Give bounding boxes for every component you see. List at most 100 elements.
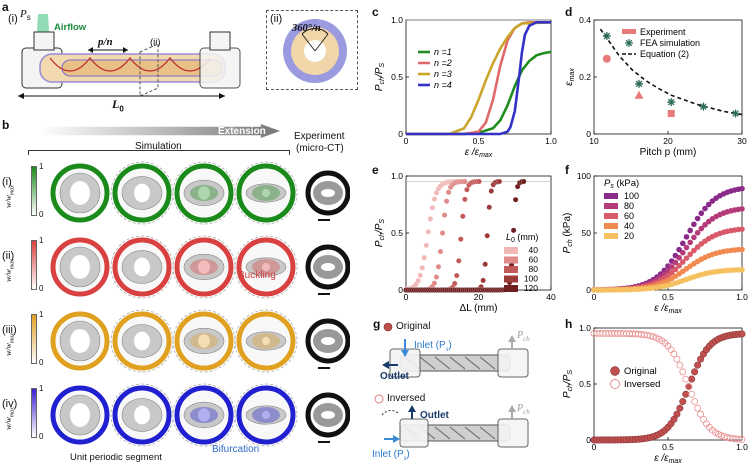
sim-lumen-3-2 [198, 334, 210, 348]
point-h-inversed [685, 383, 693, 391]
point-h-original [738, 330, 746, 338]
series-group-f-4 [591, 266, 745, 293]
y-tick-label-f-2: 100 [577, 171, 591, 181]
legend-swatch-d-0 [622, 29, 636, 34]
point-e-0 [425, 229, 432, 235]
legend-label-h-0: Original [624, 366, 657, 377]
inversed-inlet-label: Inlet (Ps) [372, 449, 410, 462]
y-tick-label-c-0: 0 [398, 129, 403, 139]
colorbar-max-tick-1: 1 [39, 162, 44, 171]
sim-lumen-2-0 [70, 255, 90, 279]
legend-label-d-2: Equation (2) [640, 49, 689, 59]
sim-ring-1-0 [50, 163, 110, 223]
fea-point-4 [731, 109, 740, 118]
stage-outline-2-3 [234, 235, 298, 299]
x-axis-label-h: ε /εmax [654, 453, 682, 465]
point-f-0 [687, 227, 693, 234]
sim-lumen-2-3 [262, 262, 270, 272]
point-h-original [694, 361, 702, 369]
panel-label-c: c [372, 5, 379, 19]
y-tick-label-d-1: 0.2 [579, 72, 591, 82]
y-axis-label-h: Pch/PS [562, 370, 574, 399]
x-tick-label-h-0: 0 [592, 442, 597, 452]
y-axis-label-group-h: Pch/PS [562, 370, 574, 399]
sim-ring-3-3 [236, 311, 296, 371]
point-e-2 [456, 258, 462, 264]
point-h-inversed [697, 410, 704, 418]
point-e-1 [439, 230, 446, 236]
sim-deform-3-2 [190, 333, 218, 349]
colorbar-max-tick-2: 1 [39, 236, 44, 245]
point-e-1 [437, 248, 444, 255]
point-e-3 [496, 178, 503, 185]
point-f-2 [683, 255, 690, 261]
point-e-4 [521, 178, 527, 185]
sim-lumen-1-3 [262, 188, 270, 198]
point-f-2 [691, 247, 697, 254]
point-f-0 [705, 201, 712, 208]
ct-lumen-2 [321, 263, 335, 271]
series-line-d-eq [599, 28, 743, 116]
legend-label-e-4: 120 [524, 283, 538, 293]
sim-ring-2-3 [236, 237, 296, 297]
legend-swatch-f-4 [604, 233, 618, 239]
x-tick-label-h-2: 1.0 [736, 442, 748, 452]
panel-label-h: h [565, 317, 573, 331]
point-e-0 [423, 242, 430, 249]
x-tick-label-e-1: 20 [474, 292, 484, 302]
legend-swatch-e-3 [504, 275, 518, 283]
row-label-2: (ii) [2, 250, 15, 262]
sim-deform-2-2 [190, 259, 218, 275]
series-group-e-2 [403, 178, 482, 293]
plot-frame-c [405, 19, 552, 135]
series-group-e-4 [403, 178, 527, 293]
length-label: L0 [112, 97, 124, 114]
legend-label-c-0: n =1 [434, 47, 452, 57]
point-f-1 [702, 222, 708, 228]
point-e-1 [435, 264, 442, 270]
point-e-1 [445, 189, 452, 195]
panel-a-device-diagram [18, 14, 241, 99]
legend-label-e-1: 60 [529, 255, 539, 265]
point-h-inversed [691, 398, 699, 405]
colorbar-min-tick-3: 0 [39, 358, 44, 367]
inversed-legend-marker [374, 394, 384, 404]
fea-point-2 [667, 98, 676, 107]
inversed-pch-label: Pch [517, 403, 530, 416]
point-f-0 [698, 210, 705, 217]
sim-lumen-3-1 [134, 331, 150, 351]
y-tick-label-h-1: 0.5 [579, 379, 591, 389]
cross-section-inset [266, 10, 358, 90]
original-inlet-label: Inlet (Ps) [414, 340, 452, 353]
point-e-0 [427, 216, 434, 222]
point-f-2 [739, 226, 745, 232]
colorbar-max-tick-4: 1 [39, 384, 44, 393]
point-f-1 [683, 244, 690, 251]
x-tick-label-e-0: 0 [404, 292, 409, 302]
point-h-original [697, 355, 705, 363]
x-axis-label-f: ε /εmax [654, 303, 682, 315]
y-tick-label-e-0: 0 [398, 285, 403, 295]
colorbar-label-4: w/wmax [4, 407, 16, 430]
sim-lumen-4-2 [198, 408, 210, 422]
y-axis-label-c: Pch/PS [374, 63, 386, 92]
point-h-inversed [676, 361, 684, 369]
point-e-2 [464, 186, 470, 193]
legend-label-f-4: 20 [624, 231, 634, 241]
y-axis-label-e: Pch/PS [374, 219, 386, 248]
ct-ring-4 [305, 392, 350, 438]
inversed-setup-diagram [381, 405, 529, 448]
unit-segment-label: Unit periodic segment [70, 452, 162, 463]
series-group-h-inversed [590, 329, 746, 443]
colorbar-label-1: w/wmax [4, 185, 16, 208]
helix-path [49, 56, 211, 72]
point-f-1 [691, 234, 697, 241]
colorbar-min-tick-2: 0 [39, 284, 44, 293]
point-e-3 [482, 261, 488, 267]
angle-label: 360°/n [292, 23, 321, 34]
stage-outline-1-3 [234, 161, 298, 225]
panel-label-b: b [2, 118, 10, 132]
y-axis-label-group-d: εmax [564, 68, 576, 86]
